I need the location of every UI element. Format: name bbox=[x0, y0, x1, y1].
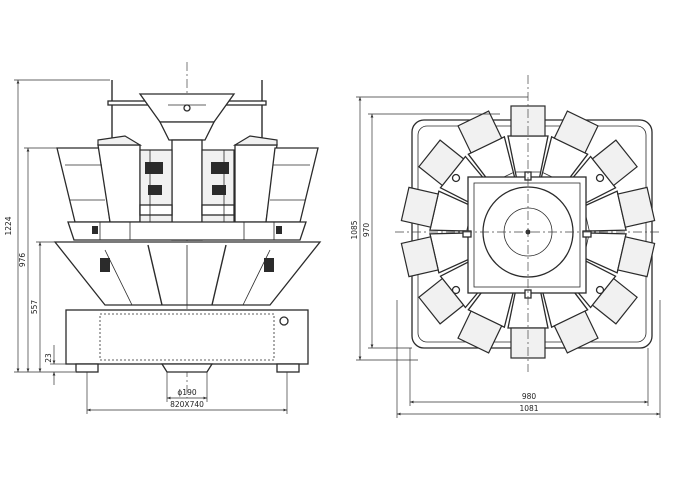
dim-frame-depth-inner: 970 bbox=[362, 223, 371, 238]
base-cabinet bbox=[65, 309, 309, 373]
dim-overall-height: 1224 bbox=[4, 216, 13, 235]
dim-frame-depth-outer: 1085 bbox=[350, 220, 359, 239]
dim-width-outer: 1081 bbox=[519, 404, 538, 413]
top-bottom-dimensions bbox=[396, 300, 661, 418]
discharge-chute bbox=[53, 241, 322, 306]
front-left-dimensions bbox=[14, 79, 110, 385]
feed-hoppers bbox=[56, 135, 319, 223]
dim-hopper-height: 976 bbox=[18, 253, 27, 268]
top-cone bbox=[138, 93, 236, 141]
top-view: 1085 970 980 1081 bbox=[350, 75, 662, 418]
dim-base-height: 557 bbox=[30, 300, 39, 315]
front-view: 1224 976 557 23 ϕ190 820X740 bbox=[4, 62, 322, 414]
dim-foot-height: 23 bbox=[44, 353, 53, 363]
dim-outlet-diameter: ϕ190 bbox=[177, 388, 196, 397]
dim-width-inner: 980 bbox=[522, 392, 537, 401]
top-left-dimensions bbox=[356, 96, 528, 361]
weigh-bucket-band bbox=[67, 221, 307, 241]
dim-base-size: 820X740 bbox=[170, 400, 204, 409]
front-bottom-dimensions bbox=[86, 372, 288, 414]
